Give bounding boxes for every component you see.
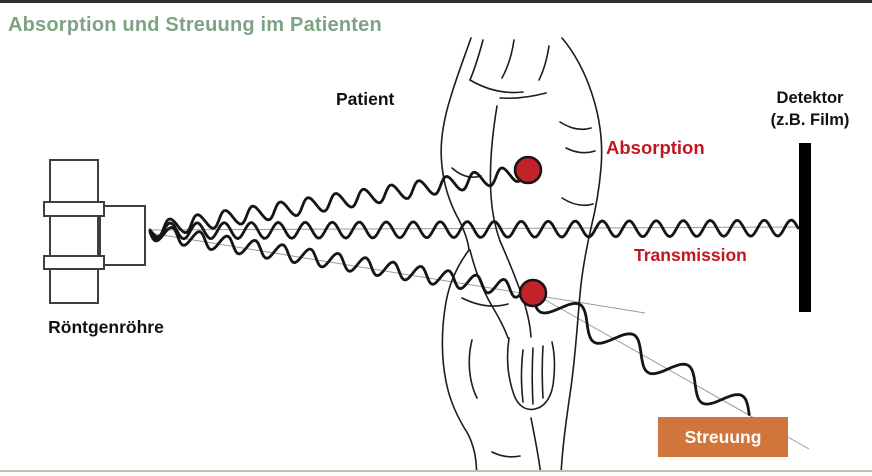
top-divider bbox=[0, 0, 872, 3]
detector-bar bbox=[799, 143, 811, 312]
lower-beam-axis-line bbox=[149, 232, 646, 314]
absorption-dot-upper bbox=[513, 155, 543, 185]
patient-label: Patient bbox=[336, 89, 395, 109]
tube-band-top bbox=[43, 201, 105, 217]
lower-beam-wave bbox=[148, 225, 534, 299]
detector-label-line1: Detektor bbox=[776, 89, 844, 107]
absorption-dot-lower bbox=[518, 278, 548, 308]
bottom-divider bbox=[0, 470, 872, 472]
xray-tube-drawing bbox=[43, 159, 146, 304]
bottom-margin-strip bbox=[0, 472, 872, 476]
scatter-wave bbox=[531, 291, 751, 416]
xray-tube-label: Röntgenröhre bbox=[48, 317, 164, 337]
tube-band-bottom bbox=[43, 255, 105, 270]
patient-figure-drawing bbox=[440, 37, 603, 476]
tube-column bbox=[49, 159, 99, 304]
detector-label: Detektor (z.B. Film) bbox=[745, 87, 872, 131]
transmission-label: Transmission bbox=[634, 245, 747, 265]
transmission-wave bbox=[148, 218, 800, 241]
scatter-label: Streuung bbox=[684, 426, 762, 447]
detector-label-line2: (z.B. Film) bbox=[770, 111, 850, 129]
absorption-label: Absorption bbox=[606, 137, 705, 158]
tube-generator-box bbox=[99, 205, 146, 266]
scatter-label-box: Streuung bbox=[658, 417, 788, 457]
page-title: Absorption und Streuung im Patienten bbox=[8, 14, 382, 36]
upper-beam-wave bbox=[148, 164, 528, 239]
xray-beams bbox=[148, 164, 800, 416]
